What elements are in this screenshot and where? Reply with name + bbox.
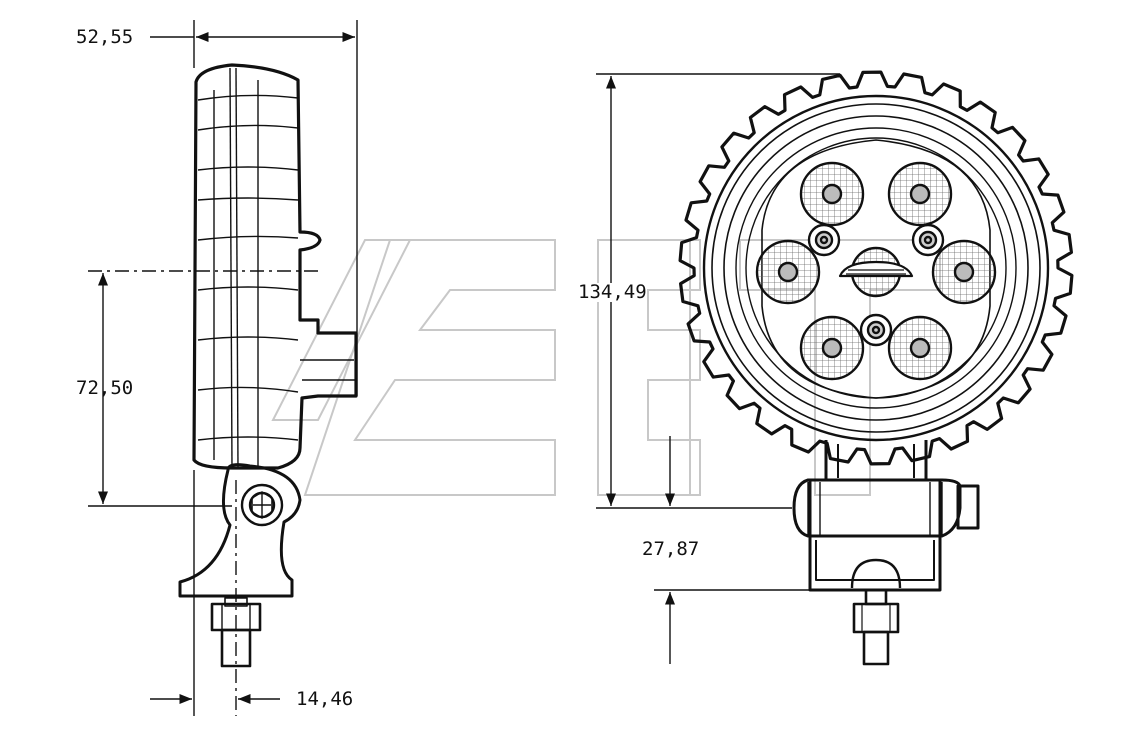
led-array [755,161,997,381]
led-mid-left [755,239,821,305]
led-mid-right [931,239,997,305]
dimension-stud-offset-label: 14,46 [296,688,354,710]
outer-toothed-ring [678,70,1074,466]
side-view-dimensions [88,20,358,716]
front-stud [852,588,900,666]
lens-screws [807,223,945,347]
side-view [178,63,358,668]
led-bottom-right [887,315,953,381]
dimension-bracket-height-label: 27,87 [642,538,700,560]
dimension-mount-height-label: 72,50 [76,377,134,399]
center-badge [838,260,914,278]
front-view [678,70,1074,666]
led-bottom-left [799,315,865,381]
led-top-left [799,161,865,227]
front-view-dimensions [596,73,840,664]
dimension-width-label: 52,55 [76,26,134,48]
dimension-diameter-label: 134,49 [578,281,647,303]
led-top-right [887,161,953,227]
